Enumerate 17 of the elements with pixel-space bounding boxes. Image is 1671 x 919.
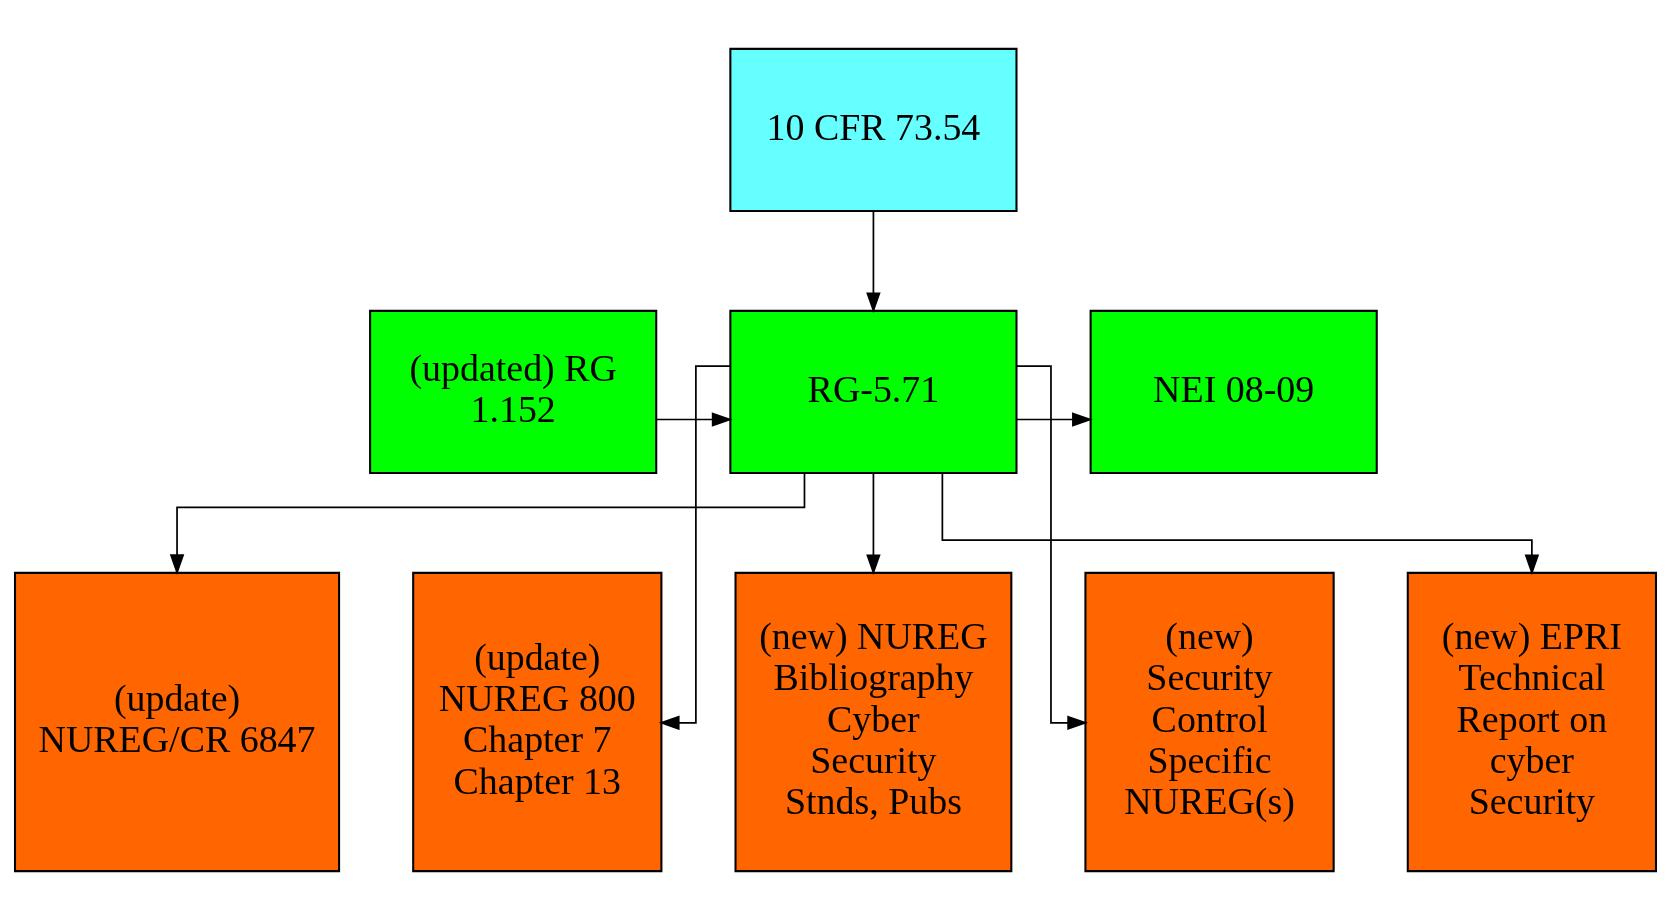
- node-box: (updated) RG 1.152: [369, 309, 658, 474]
- node-box: (update) NUREG/CR 6847: [13, 571, 341, 872]
- arrow: [169, 472, 806, 575]
- arrow: [941, 471, 1540, 575]
- node-box: (update) NUREG 800 Chapter 7 Chapter 13: [412, 571, 663, 872]
- node-box: (new) Security Control Specific NUREG(s): [1084, 571, 1335, 872]
- arrow: [658, 364, 731, 730]
- node-box: (new) NUREG Bibliography Cyber Security Stnds, Pubs: [734, 571, 1013, 872]
- node-box: (new) EPRI Technical Report on cyber Security: [1406, 571, 1658, 872]
- arrow: [655, 411, 733, 427]
- arrow: [866, 210, 881, 313]
- arrow: [1015, 411, 1093, 427]
- arrow: [866, 472, 881, 575]
- node-box: NEI 08-09: [1089, 309, 1378, 474]
- arrow: [1015, 364, 1088, 730]
- node-box: 10 CFR 73.54: [729, 47, 1018, 212]
- node-box: RG-5.71: [729, 309, 1018, 474]
